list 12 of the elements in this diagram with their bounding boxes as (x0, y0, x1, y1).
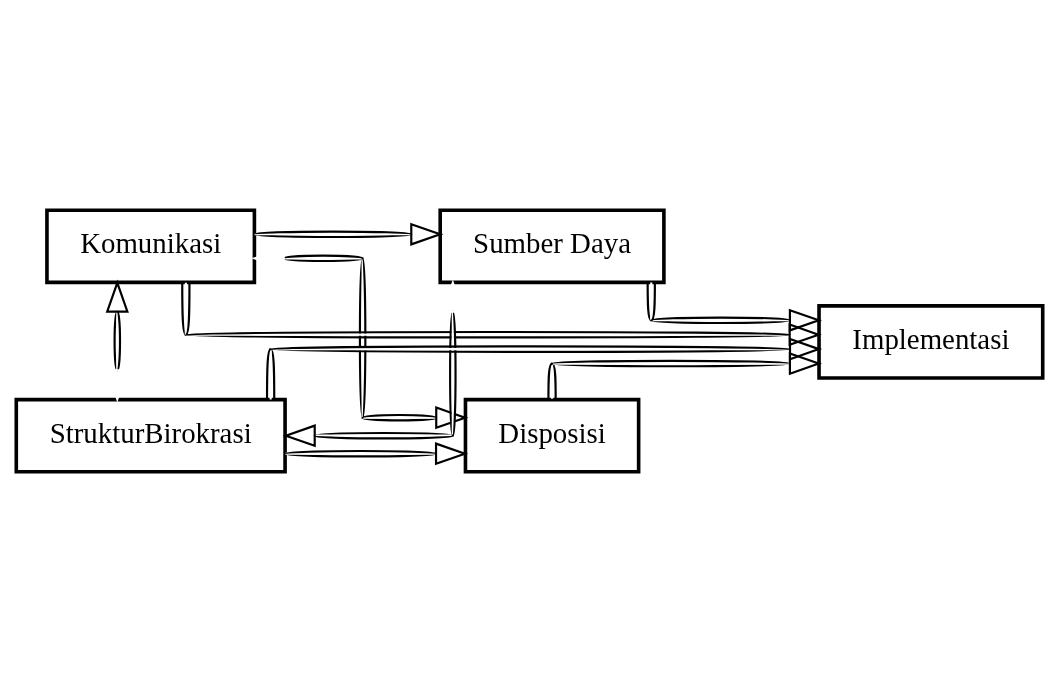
node-box: Implementasi (817, 303, 1045, 380)
node-box: Sumber Daya (438, 207, 666, 284)
arrow (285, 441, 469, 465)
node-box: Disposisi (463, 397, 641, 474)
node-box: StrukturBirokrasi (14, 397, 287, 474)
arrow (547, 351, 823, 399)
arrow (254, 222, 444, 246)
arrow (181, 282, 822, 346)
arrow (646, 281, 823, 332)
node-box: Komunikasi (45, 207, 257, 284)
arrow (105, 279, 129, 403)
arrow (265, 337, 823, 399)
